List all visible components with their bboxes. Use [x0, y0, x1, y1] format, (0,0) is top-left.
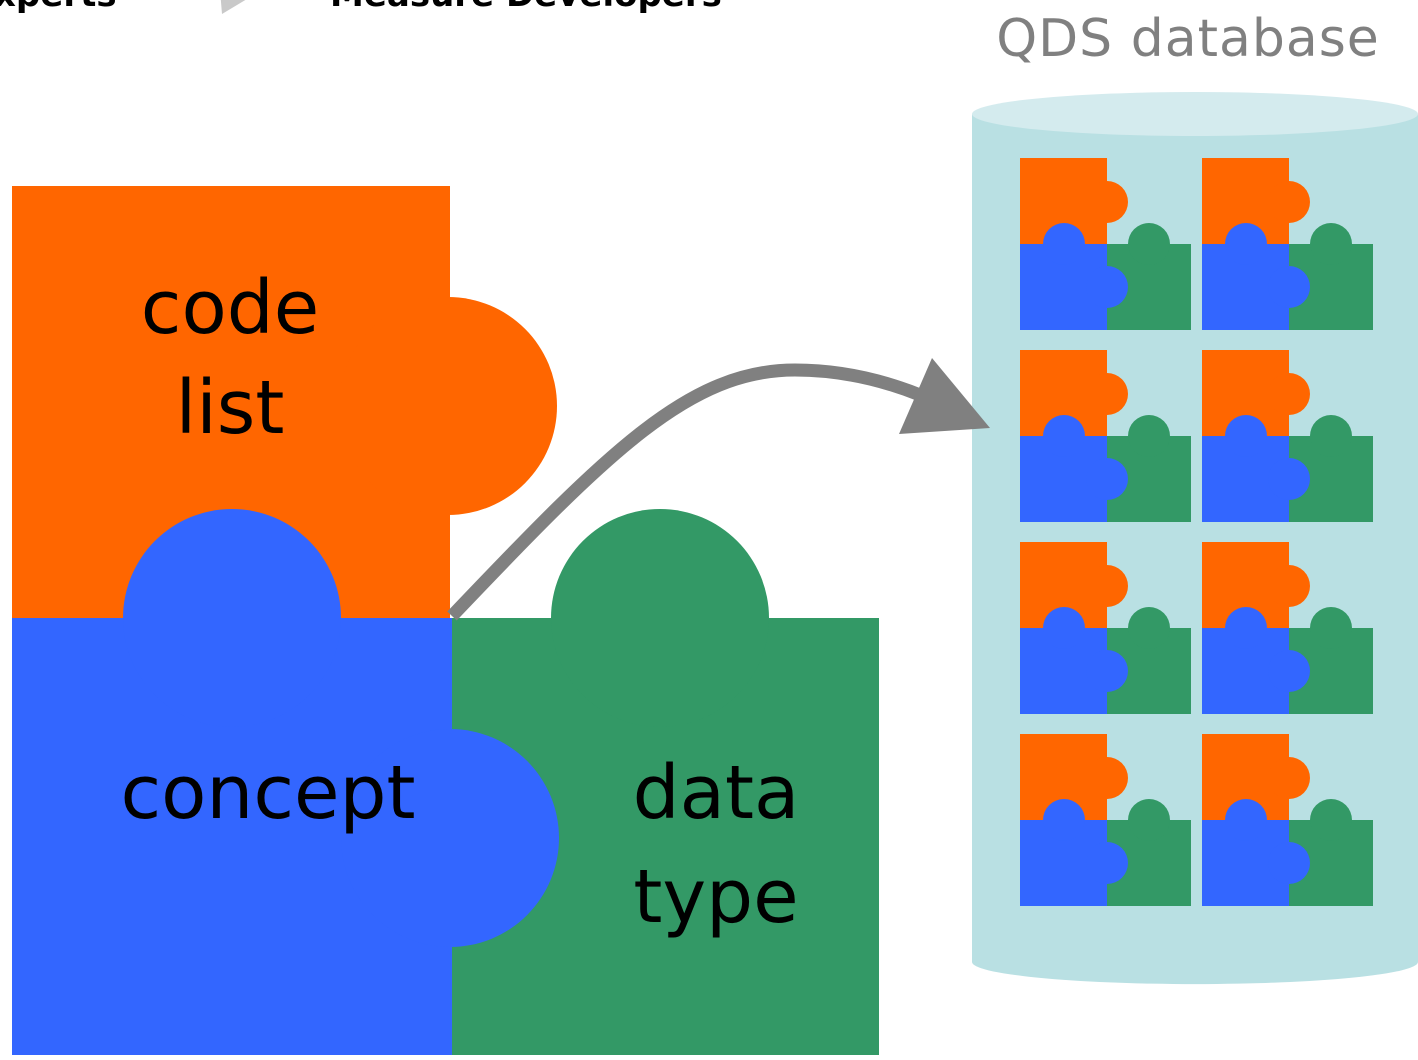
data-type-label-line1: data [633, 750, 800, 836]
mini-data-type-knob [1128, 799, 1170, 841]
mini-concept-knob-right [1086, 842, 1128, 884]
mini-concept-knob-top [1225, 415, 1267, 457]
mini-concept-knob-top [1225, 607, 1267, 649]
mini-data-type-knob [1310, 799, 1352, 841]
data-type-piece: data type [452, 509, 879, 1055]
mini-puzzle-cluster [1202, 350, 1373, 522]
mini-data-type-knob [1128, 415, 1170, 457]
header-right-label: Measure Developers [330, 0, 722, 15]
mini-data-type-knob [1128, 223, 1170, 265]
mini-concept-knob-top [1043, 223, 1085, 265]
mini-puzzle-cluster [1202, 542, 1373, 714]
data-type-knob [551, 509, 769, 727]
mini-concept-knob-top [1225, 223, 1267, 265]
mini-concept-knob-top [1043, 799, 1085, 841]
arrow-head [899, 358, 990, 434]
mini-data-type-knob [1128, 607, 1170, 649]
mini-code-list-knob [1086, 757, 1128, 799]
code-list-label-line1: code [141, 265, 319, 351]
mini-concept-knob-right [1086, 266, 1128, 308]
curved-arrow-icon [447, 358, 990, 621]
mini-puzzle-cluster [1202, 158, 1373, 330]
code-list-piece: code list [12, 186, 557, 618]
mini-code-list-knob [1268, 181, 1310, 223]
header-left-label: xperts [0, 0, 117, 15]
mini-puzzle-cluster [1020, 158, 1191, 330]
mini-concept-knob-top [1043, 415, 1085, 457]
mini-code-list-knob [1268, 373, 1310, 415]
mini-puzzle-cluster [1020, 734, 1191, 906]
mini-data-type-knob [1310, 223, 1352, 265]
mini-code-list-knob [1268, 565, 1310, 607]
mini-puzzle-cluster [1020, 350, 1191, 522]
mini-concept-knob-top [1225, 799, 1267, 841]
puzzle-assembly: code list data type concept [12, 186, 879, 1055]
mini-puzzle-cluster [1202, 734, 1373, 906]
mini-code-list-knob [1086, 181, 1128, 223]
code-list-label-line2: list [176, 365, 285, 451]
mini-code-list-knob [1268, 757, 1310, 799]
mini-data-type-knob [1310, 607, 1352, 649]
code-list-knob [339, 297, 557, 515]
data-type-label-line2: type [633, 854, 798, 940]
database-cylinder: QDS database [972, 9, 1418, 985]
mini-concept-knob-right [1268, 458, 1310, 500]
mini-data-type-knob [1310, 415, 1352, 457]
mini-code-list-knob [1086, 373, 1128, 415]
mini-concept-knob-top [1043, 607, 1085, 649]
mini-code-list-knob [1086, 565, 1128, 607]
concept-label: concept [120, 750, 415, 836]
mini-concept-knob-right [1268, 650, 1310, 692]
concept-knob-top [123, 509, 341, 727]
triangle-arrow-icon [220, 0, 246, 14]
mini-concept-knob-right [1086, 650, 1128, 692]
concept-knob-right [341, 729, 559, 947]
header-row: xperts Measure Developers [0, 0, 722, 15]
database-title: QDS database [996, 9, 1380, 69]
mini-puzzle-grid [1020, 158, 1373, 906]
mini-concept-knob-right [1086, 458, 1128, 500]
mini-concept-knob-right [1268, 842, 1310, 884]
mini-puzzle-cluster [1020, 542, 1191, 714]
cylinder-top [972, 92, 1418, 136]
concept-piece: concept [12, 509, 559, 1055]
mini-concept-knob-right [1268, 266, 1310, 308]
